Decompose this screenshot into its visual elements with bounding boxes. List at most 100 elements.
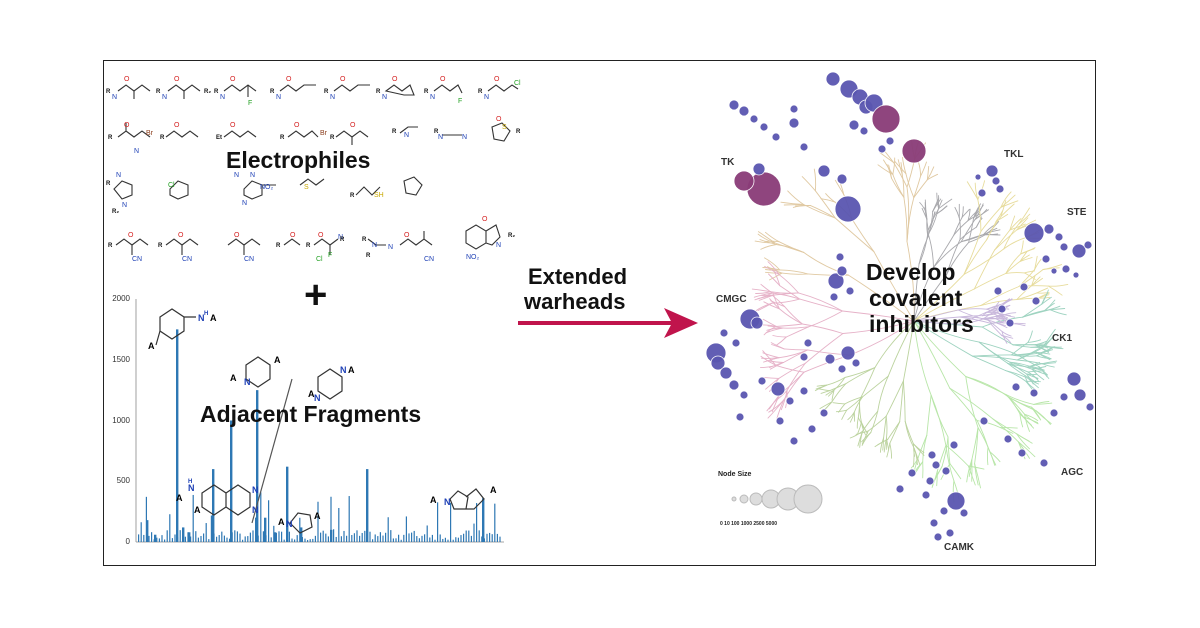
bar-minor <box>218 535 220 542</box>
bar-13 <box>366 469 369 542</box>
tree-branch <box>1001 330 1008 344</box>
tree-branch <box>972 355 1006 371</box>
tree-branch <box>799 298 843 312</box>
svg-text:O: O <box>174 122 180 129</box>
svg-text:N: N <box>444 497 451 507</box>
bar-minor <box>408 533 410 542</box>
tree-branch <box>1003 237 1026 250</box>
svg-text:A: A <box>348 365 355 375</box>
svg-text:N: N <box>162 94 167 101</box>
tree-branch <box>1001 330 1012 337</box>
bar-minor <box>281 531 283 542</box>
bar-minor <box>413 530 415 542</box>
svg-text:N: N <box>404 132 409 139</box>
tree-branch <box>782 326 810 329</box>
kinase-node <box>789 104 799 114</box>
tree-branch <box>1001 334 1012 344</box>
tree-branch <box>842 310 915 322</box>
tree-branch <box>834 179 845 196</box>
svg-text:N: N <box>340 365 347 375</box>
svg-text:N: N <box>116 172 121 179</box>
bar-minor <box>216 536 218 542</box>
svg-text:R₂: R₂ <box>204 89 211 95</box>
kinase-node <box>771 132 781 142</box>
tree-branch <box>763 301 780 310</box>
bar-minor <box>294 539 296 542</box>
svg-text:Br: Br <box>320 130 328 137</box>
tree-branch <box>967 465 985 470</box>
tree-branch <box>1010 354 1038 357</box>
bar-minor <box>333 529 335 542</box>
kinase-node <box>1061 264 1071 274</box>
svg-text:F: F <box>328 252 332 259</box>
svg-text:R: R <box>330 135 335 141</box>
bar-minor <box>156 537 158 542</box>
family-label-ste: STE <box>1067 207 1087 218</box>
kinase-node <box>941 466 951 476</box>
tree-branch <box>775 336 787 346</box>
kinase-node <box>819 408 829 418</box>
tree-branch <box>913 263 920 322</box>
tree-branch <box>987 447 996 466</box>
tree-branch <box>773 270 781 287</box>
tree-branch <box>902 320 915 382</box>
tree-branch <box>763 376 780 379</box>
tree-branch <box>989 451 1001 463</box>
tree-branch <box>981 326 1014 346</box>
svg-text:R: R <box>424 89 429 95</box>
tree-branch <box>762 324 777 327</box>
arrow-label-line1: Extended <box>528 264 628 289</box>
tree-branch <box>986 308 1002 316</box>
tree-branch <box>977 198 982 232</box>
bar-minor <box>489 532 491 542</box>
tree-branch <box>874 438 889 448</box>
tree-branch <box>778 274 799 294</box>
svg-text:R₂: R₂ <box>112 209 119 215</box>
fragment-structures <box>155 308 485 534</box>
tree-branch <box>945 444 969 467</box>
svg-text:H: H <box>204 311 208 317</box>
kinase-node <box>836 173 848 185</box>
svg-text:O: O <box>174 76 180 83</box>
tree-branch <box>1016 285 1033 301</box>
tree-branch <box>1022 303 1043 318</box>
tree-branch <box>835 409 848 413</box>
tree-branch <box>986 303 1003 310</box>
kinase-node <box>836 265 848 277</box>
bar-minor <box>372 539 374 542</box>
svg-text:F: F <box>458 98 462 105</box>
bar-minor <box>145 496 147 542</box>
bar-minor <box>270 537 272 542</box>
tree-branch <box>801 176 816 192</box>
tree-branch <box>1027 366 1042 371</box>
tree-branch <box>807 273 850 276</box>
tree-branch <box>767 261 780 276</box>
tree-branch <box>768 399 785 413</box>
kinase-node <box>738 105 750 117</box>
tree-branch <box>1033 402 1053 405</box>
tree-branch <box>831 389 835 401</box>
tree-branch <box>1036 349 1054 357</box>
bar-minor <box>151 532 153 542</box>
tree-branch <box>796 205 811 207</box>
svg-text:O: O <box>124 122 130 129</box>
svg-text:N: N <box>484 94 489 101</box>
tree-branch <box>1016 433 1030 450</box>
tree-branch <box>877 164 894 175</box>
bar-minor <box>275 533 277 542</box>
tree-branch <box>913 447 918 466</box>
bar-minor <box>437 502 439 542</box>
tree-branch <box>781 272 809 275</box>
tree-branch <box>887 421 901 440</box>
svg-text:N: N <box>188 483 195 493</box>
svg-text:R: R <box>270 89 275 95</box>
tree-branch <box>1005 272 1025 274</box>
svg-text:R: R <box>376 89 381 95</box>
tree-branch <box>1043 345 1062 348</box>
tree-branch <box>974 182 979 200</box>
tree-branch <box>842 320 915 334</box>
tree-branch <box>959 318 984 325</box>
svg-text:Cl: Cl <box>316 256 323 263</box>
tree-branch <box>870 410 879 433</box>
